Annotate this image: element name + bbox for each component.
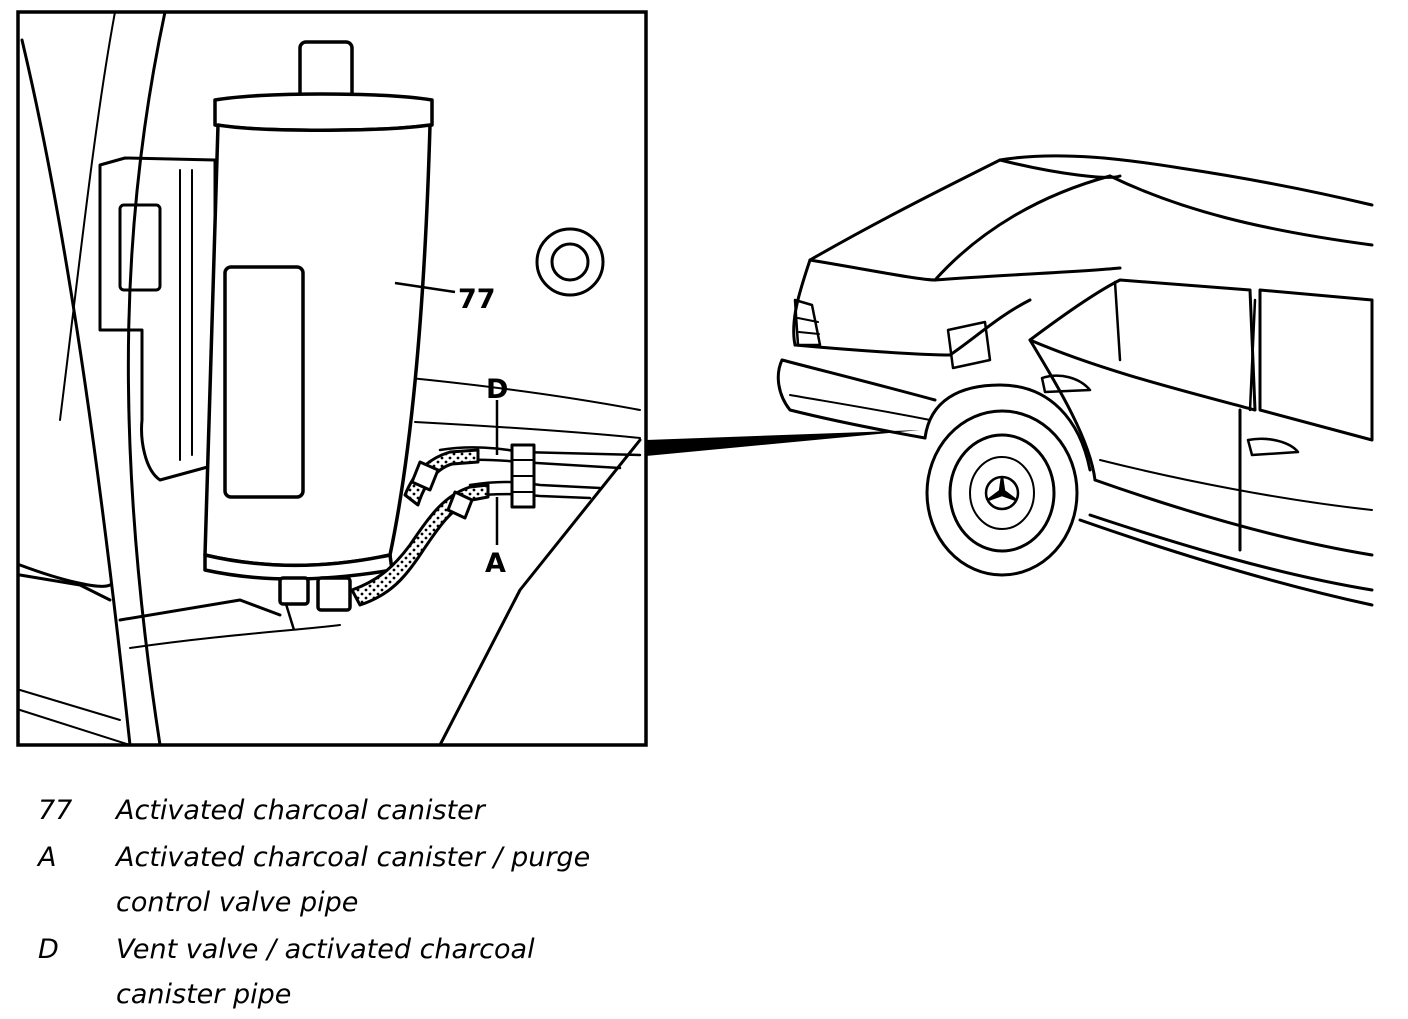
legend-item: D Vent valve / activated charcoal canist… xyxy=(38,927,738,1017)
legend-key: A xyxy=(38,842,57,873)
legend-item: 77 Activated charcoal canister xyxy=(38,788,738,833)
canister-label-plate xyxy=(223,265,305,499)
charcoal-canister xyxy=(203,40,434,631)
body-edge-outer xyxy=(20,38,132,745)
callout-77: 77 xyxy=(458,284,496,315)
legend-text: Activated charcoal canister xyxy=(116,795,485,826)
callout-A: A xyxy=(485,548,506,579)
grommet-outer xyxy=(535,227,605,297)
inset-frame xyxy=(16,10,648,747)
pointer-wedge xyxy=(646,430,920,456)
wheel-hub xyxy=(948,433,1056,553)
legend-text: Vent valve / activated charcoal canister… xyxy=(116,934,535,1010)
body-edge-inner xyxy=(126,12,167,745)
legend-item: A Activated charcoal canister / purge co… xyxy=(38,835,738,925)
fuel-flap xyxy=(946,320,992,370)
legend-key: D xyxy=(38,934,59,965)
purge-hose xyxy=(350,483,490,607)
callout-D: D xyxy=(486,374,508,405)
legend-text: Activated charcoal canister / purge cont… xyxy=(116,842,591,918)
hoses xyxy=(350,448,490,607)
legend: 77 Activated charcoal canister A Activat… xyxy=(38,788,738,1019)
detail-inset: 77 D A xyxy=(16,10,648,747)
mercedes-star-icon xyxy=(984,475,1020,511)
grommet-inner xyxy=(550,242,590,282)
front-door-handle xyxy=(1246,437,1300,457)
technical-illustration: 77 D A xyxy=(16,10,1374,747)
legend-key: 77 xyxy=(38,795,73,826)
leader-77 xyxy=(394,281,456,294)
canister-top-cap xyxy=(213,92,434,132)
car-illustration xyxy=(776,154,1374,607)
rear-tire xyxy=(925,409,1079,577)
rear-door-handle xyxy=(1040,374,1092,394)
